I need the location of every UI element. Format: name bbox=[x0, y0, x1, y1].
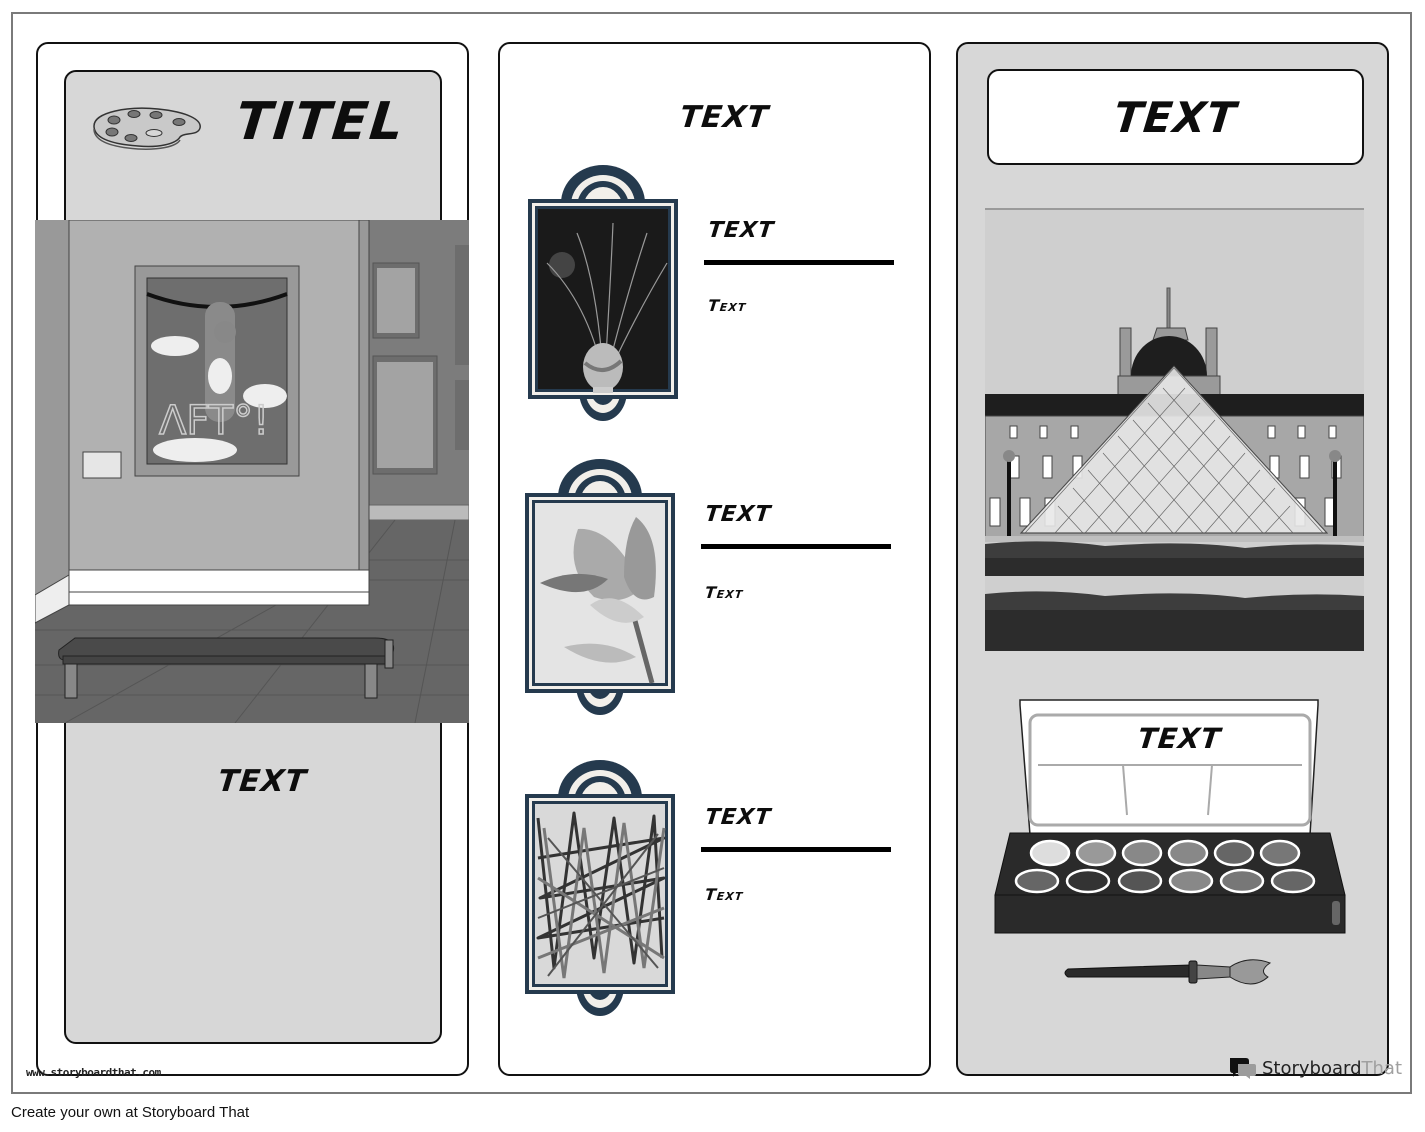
right-panel-heading-box[interactable]: TEXT bbox=[987, 69, 1364, 165]
svg-text:ΛFT°!: ΛFT°! bbox=[159, 398, 269, 444]
storyboardthat-logo[interactable]: Storyboard That bbox=[1228, 1056, 1402, 1080]
artwork-1-divider bbox=[704, 260, 894, 265]
right-panel-heading: TEXT bbox=[1111, 92, 1240, 142]
artwork-3-divider bbox=[701, 847, 891, 852]
logo-text-storyboard: Storyboard bbox=[1262, 1057, 1362, 1079]
paintbox-lid-text[interactable]: TEXT bbox=[1136, 722, 1223, 755]
artwork-3-label[interactable]: TEXT bbox=[703, 805, 773, 830]
center-panel-heading[interactable]: TEXT bbox=[678, 100, 771, 135]
art-gallery-image: ΛFT°! bbox=[35, 220, 469, 723]
worksheet-title[interactable]: TITEL bbox=[232, 92, 409, 152]
artwork-frame-1 bbox=[528, 165, 678, 421]
footer-cta[interactable]: Create your own at Storyboard That bbox=[11, 1104, 250, 1121]
speech-bubble-icon bbox=[1230, 1058, 1256, 1079]
artwork-2-label[interactable]: TEXT bbox=[703, 502, 773, 527]
storyboardthat-url: www.storyboardthat.com bbox=[26, 1066, 161, 1079]
artwork-frame-3 bbox=[525, 760, 675, 1016]
artwork-2-divider bbox=[701, 544, 891, 549]
paintbox-illustration bbox=[994, 699, 1346, 934]
artwork-frame-2 bbox=[525, 459, 675, 715]
artwork-2-description[interactable]: Text bbox=[704, 583, 745, 602]
artwork-3-description[interactable]: Text bbox=[704, 885, 745, 904]
artwork-1-label[interactable]: TEXT bbox=[706, 218, 776, 243]
paintbrush-icon bbox=[1064, 959, 1272, 985]
artwork-1-description[interactable]: Text bbox=[707, 296, 748, 315]
left-panel-caption[interactable]: TEXT bbox=[216, 764, 309, 799]
logo-text-that: That bbox=[1361, 1057, 1403, 1079]
paint-palette-icon bbox=[93, 107, 201, 150]
louvre-pyramid-image bbox=[985, 208, 1364, 651]
